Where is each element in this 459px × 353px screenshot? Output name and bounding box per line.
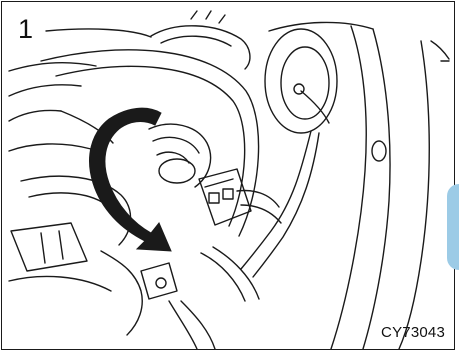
housing-arc-outer (41, 50, 259, 236)
socket-ring-inner (281, 47, 329, 119)
panel-hole (372, 141, 386, 161)
step-number: 1 (18, 16, 33, 43)
figure-code: CY73043 (381, 324, 445, 341)
bulb-socket (149, 124, 211, 187)
headlamp-bulb-removal-illustration (1, 1, 455, 350)
section-tab (447, 184, 459, 270)
leader-line (46, 29, 151, 37)
housing-arc-inner (56, 66, 245, 226)
rotation-arrow (90, 108, 171, 251)
